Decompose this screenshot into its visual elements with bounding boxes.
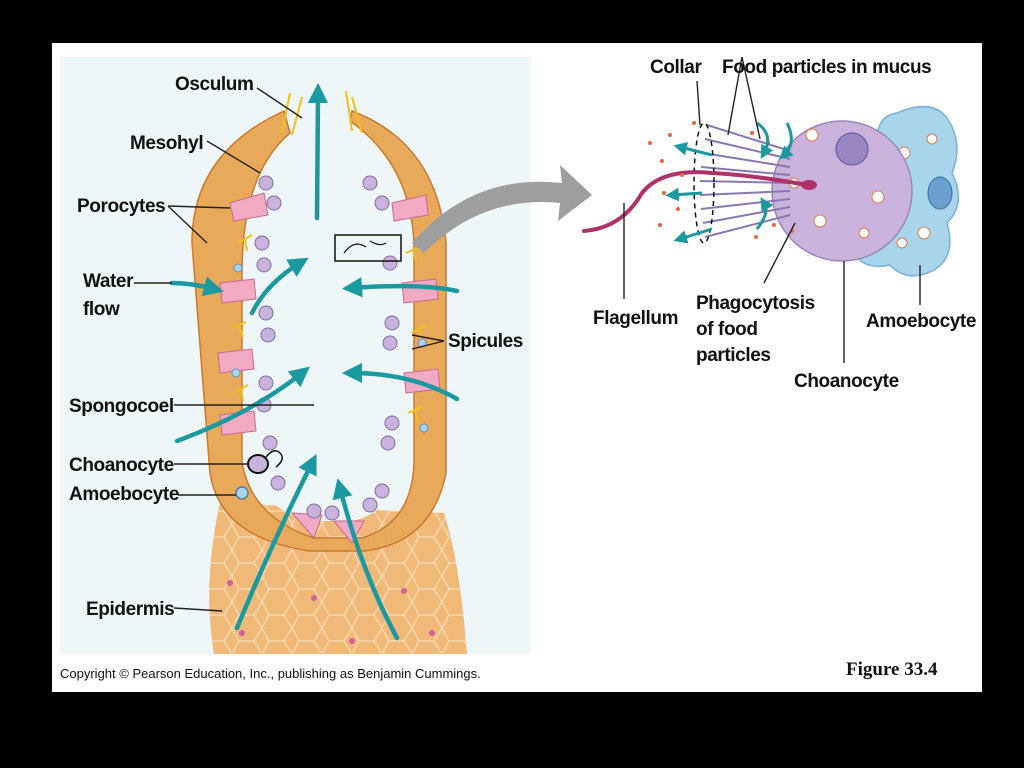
zoom-arrow bbox=[412, 165, 592, 253]
amoebocyte-nucleus bbox=[927, 176, 953, 210]
amoebocytes bbox=[231, 263, 429, 433]
label-epidermis: Epidermis bbox=[86, 599, 174, 620]
slide: Osculum Mesohyl Porocytes Water flow Spi… bbox=[52, 43, 982, 692]
water-flow-arrows bbox=[169, 82, 460, 641]
spicules bbox=[231, 90, 427, 423]
label-choanocyte: Choanocyte bbox=[69, 455, 174, 476]
sponge-leader-lines bbox=[134, 87, 445, 612]
label-cell-amoebocyte: Amoebocyte bbox=[866, 311, 976, 332]
collar-flow-arrows bbox=[665, 121, 794, 244]
choanocyte-detail: Collar Food particles in mucus Flagellum… bbox=[582, 56, 976, 392]
label-spongocoel: Spongocoel bbox=[69, 396, 174, 417]
label-porocytes: Porocytes bbox=[77, 196, 165, 217]
amoebocyte-highlight bbox=[235, 486, 249, 500]
label-amoebocyte: Amoebocyte bbox=[69, 484, 179, 505]
label-osculum: Osculum bbox=[175, 74, 254, 95]
figure-canvas: Osculum Mesohyl Porocytes Water flow Spi… bbox=[60, 56, 976, 681]
collar-outline bbox=[693, 122, 715, 244]
label-food-particles: Food particles in mucus bbox=[722, 57, 931, 78]
choanocyte-lining bbox=[254, 175, 400, 521]
label-phagocytosis-line1: Phagocytosis bbox=[696, 293, 815, 314]
label-phagocytosis-line2: of food bbox=[696, 319, 758, 340]
choanocyte-vesicles bbox=[788, 128, 885, 239]
label-water-flow-line1: Water bbox=[83, 271, 134, 292]
label-flagellum: Flagellum bbox=[593, 308, 678, 329]
label-mesohyl: Mesohyl bbox=[130, 133, 203, 154]
copyright-notice: Copyright © Pearson Education, Inc., pub… bbox=[60, 666, 481, 681]
spongocoel-cavity bbox=[252, 138, 404, 521]
label-phagocytosis-line3: particles bbox=[696, 345, 771, 366]
label-spicules: Spicules bbox=[448, 331, 523, 352]
collar-microvilli bbox=[699, 124, 791, 238]
label-cell-choanocyte: Choanocyte bbox=[794, 371, 899, 392]
label-collar: Collar bbox=[650, 57, 702, 78]
sponge-diagram: Osculum Mesohyl Porocytes Water flow Spi… bbox=[60, 57, 531, 654]
label-water-flow-line2: flow bbox=[83, 299, 120, 320]
basal-body bbox=[801, 180, 817, 190]
cell-leader-lines bbox=[623, 56, 921, 363]
figure-caption: Figure 33.4 bbox=[846, 659, 938, 680]
inset-box bbox=[334, 234, 402, 262]
choanocyte-highlight bbox=[247, 450, 283, 474]
sponge-body-wall bbox=[191, 109, 447, 552]
choanocyte-nucleus bbox=[835, 132, 869, 166]
flagellum bbox=[582, 170, 809, 233]
inset-flagellum bbox=[343, 240, 387, 254]
